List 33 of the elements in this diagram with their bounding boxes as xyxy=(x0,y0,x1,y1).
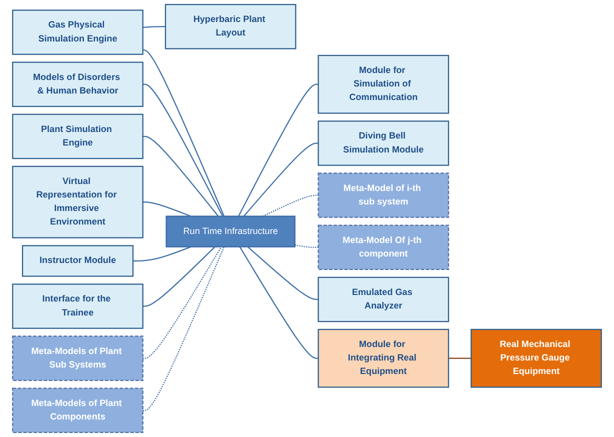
connector xyxy=(238,84,318,216)
connector xyxy=(142,246,225,411)
node-box xyxy=(318,54,450,114)
connector xyxy=(142,26,166,28)
connector xyxy=(142,136,219,217)
node-box xyxy=(166,216,296,248)
connector xyxy=(142,202,192,217)
node-box xyxy=(12,336,144,381)
connector xyxy=(294,244,318,248)
connector xyxy=(448,358,472,359)
node-box xyxy=(318,120,450,166)
node-box xyxy=(12,114,144,160)
node-box xyxy=(470,328,602,388)
node-box xyxy=(318,276,450,322)
node-box xyxy=(12,284,144,329)
connector xyxy=(132,246,192,262)
connector xyxy=(262,194,318,217)
node-box xyxy=(318,172,450,218)
node-box xyxy=(164,4,296,50)
connector xyxy=(142,84,224,216)
connector xyxy=(239,246,318,359)
node-box xyxy=(12,166,144,238)
connector xyxy=(247,246,318,300)
node-box xyxy=(318,328,450,388)
node-box xyxy=(12,10,144,55)
node-box xyxy=(12,62,144,107)
connector xyxy=(142,246,216,307)
connector xyxy=(243,142,318,217)
connector xyxy=(142,49,225,216)
connector xyxy=(142,246,222,359)
node-box xyxy=(12,388,144,434)
node-box xyxy=(318,224,450,270)
node-box xyxy=(22,245,134,277)
